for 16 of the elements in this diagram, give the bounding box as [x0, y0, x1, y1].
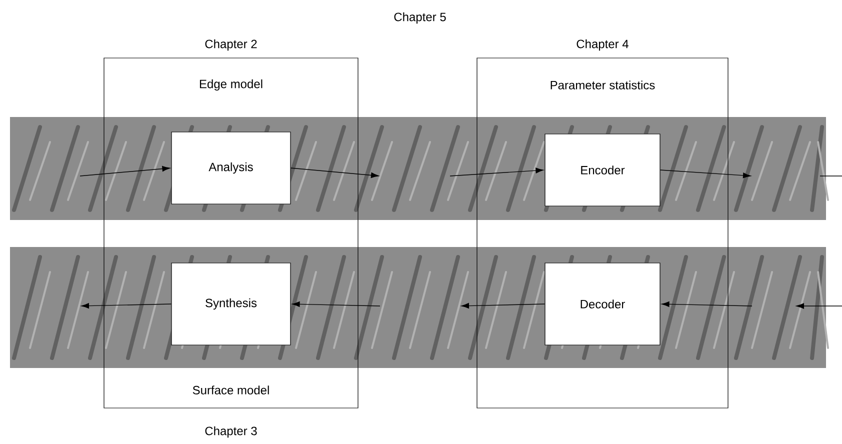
- process-box: Synthesis: [171, 262, 291, 346]
- process-box: Decoder: [544, 262, 660, 346]
- arrow: [290, 168, 379, 178]
- process-box: Encoder: [544, 134, 660, 206]
- node-label: Chapter 4: [576, 39, 628, 51]
- arrow: [292, 301, 380, 307]
- arrow: [660, 170, 751, 178]
- arrow: [450, 168, 544, 176]
- process-box: Analysis: [171, 132, 291, 204]
- arrow: [461, 303, 546, 309]
- arrow: [81, 303, 172, 309]
- node-label: Chapter 3: [205, 426, 257, 438]
- chapter-label: Chapter 5: [394, 12, 446, 24]
- arrow: [80, 166, 170, 176]
- node-label: Chapter 2: [205, 39, 257, 51]
- arrow: [662, 301, 752, 307]
